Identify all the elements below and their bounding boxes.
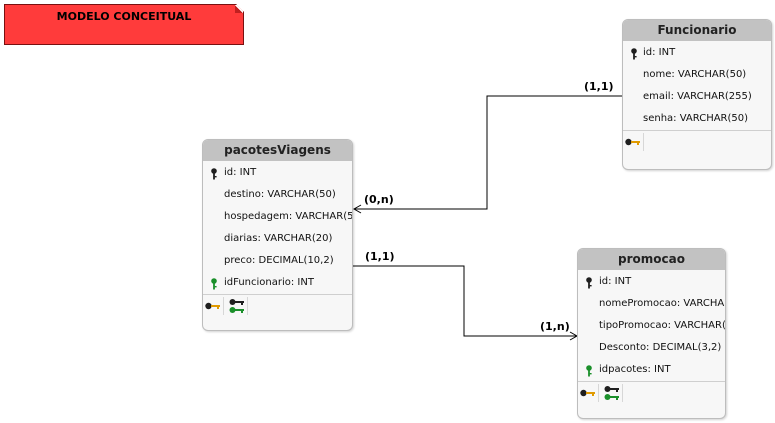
relation-funcionario-pacotes[interactable] [354,95,622,210]
index-section [623,131,771,153]
section-divider [578,381,725,382]
section-divider [203,294,352,295]
attribute-row[interactable]: id: INT [623,42,771,64]
attribute-row[interactable]: id: INT [203,162,352,184]
diagram-title-note[interactable]: MODELO CONCEITUAL [4,4,244,45]
attribute-label: idFuncionario: INT [224,277,314,288]
index-key-icon [580,389,595,397]
attribute-label: diarias: VARCHAR(20) [224,233,333,244]
attribute-row[interactable]: preco: DECIMAL(10,2) [203,250,352,272]
note-title: MODELO CONCEITUAL [56,10,192,23]
attribute-label: nomePromocao: VARCHA [599,298,725,309]
attribute-label: destino: VARCHAR(50) [224,189,336,200]
section-divider [623,130,771,131]
attribute-list: id: INT nomePromocao: VARCHA tipoPromoca… [578,270,725,381]
attribute-row[interactable]: nomePromocao: VARCHA [578,293,725,315]
index-cell[interactable] [203,297,224,315]
attribute-label: idpacotes: INT [599,364,671,375]
foreign-key-pair-icon [229,299,244,313]
attribute-row[interactable]: diarias: VARCHAR(20) [203,228,352,250]
entity-funcionario[interactable]: Funcionario id: INT nome: VARCHAR(50) em… [622,19,772,170]
attribute-label: senha: VARCHAR(50) [643,113,749,124]
attribute-label: nome: VARCHAR(50) [643,69,747,80]
foreign-key-icon [585,364,593,381]
entity-pacotes-viagens[interactable]: pacotesViagens id: INT destino: VARCHAR(… [202,139,353,331]
note-fold-corner [235,5,243,13]
relation-arrowhead-pacotes [352,204,362,214]
index-key-icon [205,302,220,310]
index-section [578,382,725,404]
attribute-row[interactable]: senha: VARCHAR(50) [623,108,771,130]
attribute-row[interactable]: idFuncionario: INT [203,272,352,294]
attribute-row[interactable]: id: INT [578,271,725,293]
entity-title: Funcionario [623,20,771,41]
attribute-row[interactable]: tipoPromocao: VARCHAR( [578,315,725,337]
attribute-row[interactable]: destino: VARCHAR(50) [203,184,352,206]
attribute-list: id: INT nome: VARCHAR(50) email: VARCHAR… [623,41,771,130]
foreign-key-icon [210,277,218,294]
primary-key-icon [630,47,638,64]
index-cell[interactable] [578,384,599,402]
index-cell[interactable] [623,133,644,151]
attribute-label: preco: DECIMAL(10,2) [224,255,334,266]
attribute-label: hospedagem: VARCHAR(5 [224,211,352,222]
attribute-row[interactable]: email: VARCHAR(255) [623,86,771,108]
attribute-label: id: INT [643,47,676,58]
primary-key-icon [210,167,218,184]
entity-title: pacotesViagens [203,140,352,161]
attribute-row[interactable]: hospedagem: VARCHAR(5 [203,206,352,228]
relation-pacotes-promocao[interactable] [352,265,577,337]
attribute-label: id: INT [224,167,257,178]
attribute-list: id: INT destino: VARCHAR(50) hospedagem:… [203,161,352,294]
attribute-row[interactable]: nome: VARCHAR(50) [623,64,771,86]
foreign-key-pair-icon [604,386,619,400]
cardinality-pacotes-from-funcionario: (0,n) [364,193,394,206]
attribute-label: email: VARCHAR(255) [643,91,752,102]
cardinality-promocao: (1,n) [540,320,570,333]
attribute-label: Desconto: DECIMAL(3,2) [599,342,722,353]
cardinality-pacotes: (1,1) [365,250,395,263]
attribute-row[interactable]: Desconto: DECIMAL(3,2) [578,337,725,359]
foreign-key-cell[interactable] [602,384,623,402]
cardinality-funcionario: (1,1) [584,80,614,93]
entity-title: promocao [578,249,725,270]
attribute-row[interactable]: idpacotes: INT [578,359,725,381]
foreign-key-cell[interactable] [227,297,248,315]
primary-key-icon [585,276,593,293]
index-key-icon [625,138,640,146]
index-section [203,295,352,317]
attribute-label: tipoPromocao: VARCHAR( [599,320,725,331]
entity-promocao[interactable]: promocao id: INT nomePromocao: VARCHA ti… [577,248,726,419]
attribute-label: id: INT [599,276,632,287]
